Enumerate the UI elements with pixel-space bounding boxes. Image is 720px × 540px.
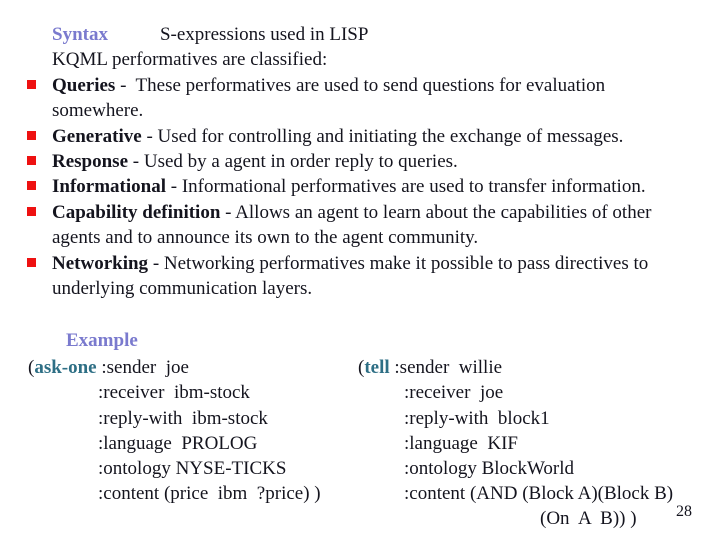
syntax-text: S-expressions used in LISP [159, 24, 369, 45]
code-line: :receiver ibm-stock [98, 382, 250, 404]
bullet-text: Networking - Networking performatives ma… [52, 251, 712, 276]
bullet-term: Generative [52, 125, 142, 147]
intro-line: KQML performatives are classified: [52, 49, 328, 71]
bullet-desc: - Informational performatives are used t… [166, 176, 646, 198]
bullet-text: Queries - These performatives are used t… [52, 73, 712, 98]
list-item: Queries - These performatives are used t… [27, 73, 712, 124]
list-item: Response - Used by a agent in order repl… [27, 149, 712, 174]
syntax-heading: Syntax [52, 24, 108, 45]
bullet-term: Informational [52, 176, 166, 198]
bullet-desc: - Allows an agent to learn about the cap… [220, 201, 652, 223]
tell-code-block: (tell :sender willie :receiver joe :repl… [358, 355, 718, 531]
open-paren: ( [28, 357, 35, 379]
bullet-term: Response [52, 151, 129, 173]
example-heading: Example [66, 330, 138, 351]
bullet-text: Generative - Used for controlling and in… [52, 124, 712, 149]
page-number: 28 [676, 503, 692, 520]
code-line: :language PROLOG [98, 432, 258, 454]
bullet-desc: - Used for controlling and initiating th… [141, 125, 624, 147]
bullet-square-icon [27, 130, 36, 140]
code-head-line: (ask-one :sender joe [28, 355, 358, 380]
code-line: :content (AND (Block A)(Block B) [404, 483, 674, 505]
bullet-text: Response - Used by a agent in order repl… [52, 149, 712, 174]
example-section: Example (ask-one :sender joe :receiver i… [28, 328, 718, 532]
bullet-text-wrap: somewhere. [52, 100, 144, 122]
bullet-desc: - Networking performatives make it possi… [148, 252, 649, 274]
code-line: :content (price ibm ?price) ) [98, 483, 321, 505]
bullet-text-wrap: underlying communication layers. [52, 278, 313, 300]
performative-list: Queries - These performatives are used t… [27, 73, 712, 302]
bullet-text-wrap: agents and to announce its own to the ag… [52, 227, 479, 249]
bullet-text: Capability definition - Allows an agent … [52, 200, 712, 225]
code-head-rest: :sender joe [96, 357, 189, 379]
performative-keyword: tell [364, 357, 390, 379]
bullet-desc: - Used by a agent in order reply to quer… [128, 151, 458, 173]
bullet-term: Networking [52, 252, 149, 274]
code-line: :language KIF [404, 432, 518, 454]
list-item: Networking - Networking performatives ma… [27, 251, 712, 302]
bullet-square-icon [27, 257, 36, 267]
title-line: Syntax S-expressions used in LISP [52, 22, 712, 47]
code-head-rest: :sender willie [389, 357, 503, 379]
bullet-text: Informational - Informational performati… [52, 174, 712, 199]
bullet-square-icon [27, 206, 36, 216]
code-line: :reply-with block1 [404, 407, 550, 429]
code-tail-line: (On A B)) ) [540, 508, 637, 530]
bullet-square-icon [27, 79, 36, 89]
list-item: Capability definition - Allows an agent … [27, 200, 712, 251]
bullet-square-icon [27, 181, 36, 191]
bullet-square-icon [27, 156, 36, 166]
bullet-desc: - These performatives are used to send q… [115, 74, 606, 96]
list-item: Informational - Informational performati… [27, 174, 712, 199]
code-head-line: (tell :sender willie [358, 355, 718, 380]
bullet-term: Capability definition [52, 201, 221, 223]
upper-text-block: Syntax S-expressions used in LISP KQML pe… [27, 22, 712, 302]
performative-keyword: ask-one [34, 357, 97, 379]
code-line: :ontology BlockWorld [404, 458, 574, 480]
list-item: Generative - Used for controlling and in… [27, 124, 712, 149]
ask-one-code-block: (ask-one :sender joe :receiver ibm-stock… [28, 355, 358, 531]
code-line: :reply-with ibm-stock [98, 407, 268, 429]
bullet-term: Queries [52, 74, 116, 96]
code-columns: (ask-one :sender joe :receiver ibm-stock… [28, 355, 718, 531]
code-line: :ontology NYSE-TICKS [98, 458, 287, 480]
code-line: :receiver joe [404, 382, 504, 404]
open-paren: ( [358, 357, 365, 379]
